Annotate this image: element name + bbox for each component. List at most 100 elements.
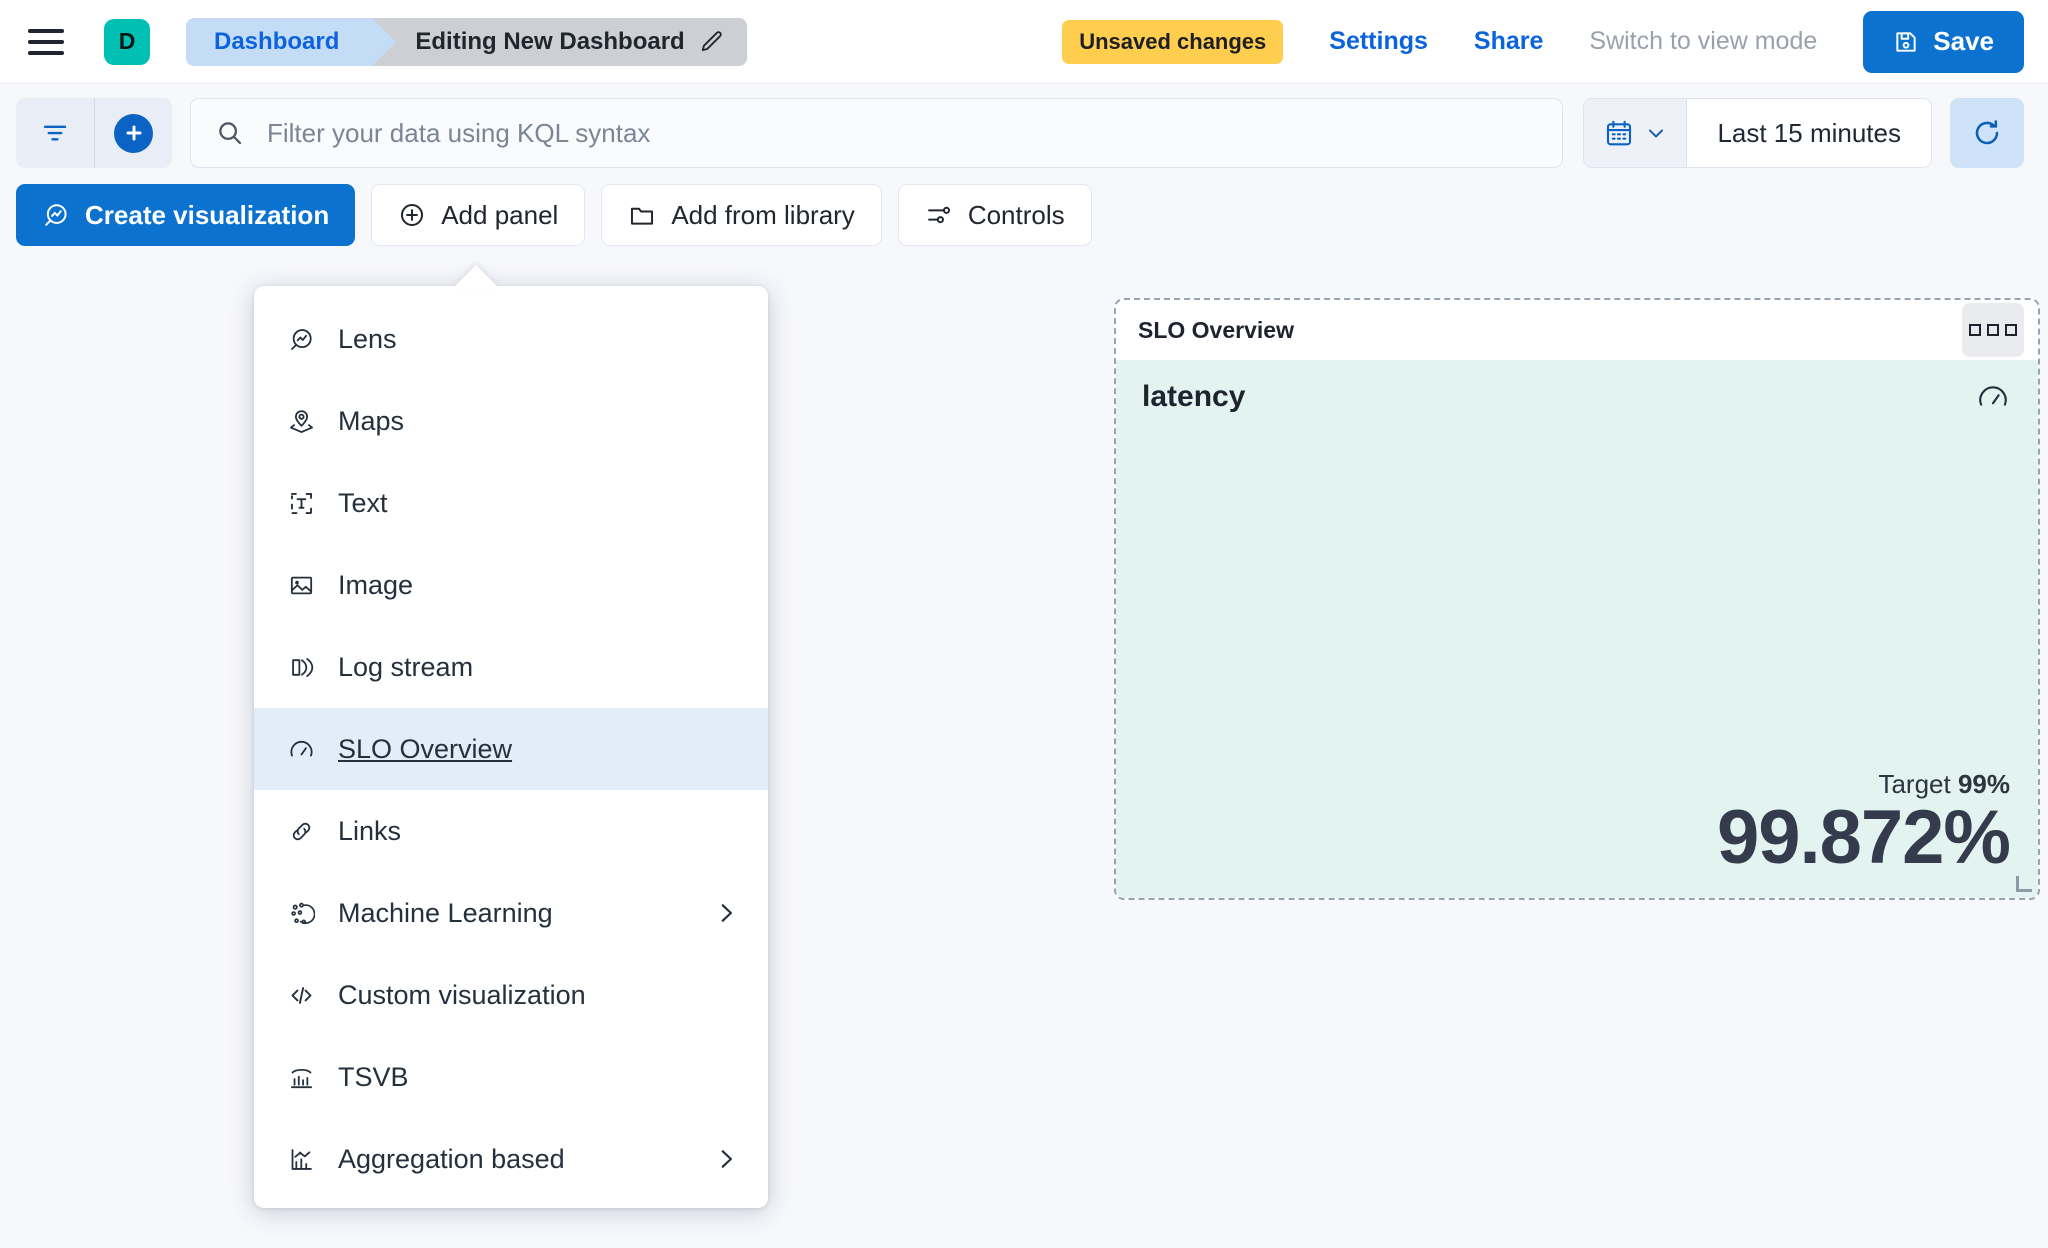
menu-square bbox=[2005, 324, 2017, 336]
menu-item-slo-overview[interactable]: SLO Overview bbox=[254, 708, 768, 790]
search-icon bbox=[215, 118, 245, 148]
calendar-icon bbox=[1604, 118, 1634, 148]
machine-learning-icon bbox=[286, 900, 316, 927]
slo-target: Target 99% bbox=[1142, 769, 2010, 800]
app-header: D Dashboard Editing New Dashboard Unsave… bbox=[0, 0, 2048, 84]
header-actions: Unsaved changes Settings Share Switch to… bbox=[1062, 10, 2024, 73]
filter-button-group bbox=[16, 98, 172, 168]
floppy-disk-icon bbox=[1893, 29, 1919, 55]
breadcrumb-item-dashboard[interactable]: Dashboard bbox=[186, 17, 397, 66]
share-link[interactable]: Share bbox=[1473, 27, 1544, 55]
menu-item-label: SLO Overview bbox=[338, 733, 513, 764]
lens-icon bbox=[286, 326, 316, 353]
hamburger-bar bbox=[28, 39, 64, 44]
breadcrumb-parent-label: Dashboard bbox=[214, 27, 340, 55]
chevron-down-icon bbox=[1644, 121, 1668, 145]
controls-button[interactable]: Controls bbox=[897, 184, 1092, 246]
slo-panel-top-row: latency bbox=[1142, 380, 2010, 419]
add-from-library-label: Add from library bbox=[671, 199, 855, 230]
date-quick-select-button[interactable] bbox=[1584, 99, 1688, 167]
panel-context-menu-icon[interactable] bbox=[1962, 303, 2024, 357]
hamburger-icon[interactable] bbox=[28, 20, 72, 64]
map-marker-icon bbox=[286, 408, 316, 435]
text-box-icon bbox=[286, 490, 316, 517]
lens-icon bbox=[42, 201, 70, 229]
menu-item-custom-visualization[interactable]: Custom visualization bbox=[254, 954, 768, 1036]
menu-item-label: Lens bbox=[338, 323, 397, 354]
breadcrumb: Dashboard Editing New Dashboard bbox=[186, 17, 747, 66]
space-avatar[interactable]: D bbox=[104, 18, 150, 65]
panel-header: SLO Overview bbox=[1116, 300, 2038, 360]
refresh-button[interactable] bbox=[1950, 98, 2024, 168]
menu-square bbox=[1987, 324, 1999, 336]
menu-item-machine-learning[interactable]: Machine Learning bbox=[254, 872, 768, 954]
search-input-wrapper[interactable] bbox=[190, 98, 1564, 168]
pencil-icon[interactable] bbox=[699, 29, 725, 55]
chevron-right-icon bbox=[712, 1145, 740, 1173]
search-input[interactable] bbox=[267, 117, 1539, 149]
menu-item-label: Custom visualization bbox=[338, 979, 586, 1010]
settings-link[interactable]: Settings bbox=[1329, 27, 1428, 55]
menu-item-image[interactable]: Image bbox=[254, 544, 768, 626]
gauge-icon bbox=[1976, 380, 2010, 419]
menu-item-label: Machine Learning bbox=[338, 897, 553, 928]
panel-resize-handle[interactable] bbox=[2016, 876, 2032, 892]
breadcrumb-item-current[interactable]: Editing New Dashboard bbox=[373, 17, 747, 66]
slo-target-label: Target bbox=[1878, 769, 1951, 799]
save-button-label: Save bbox=[1933, 26, 1994, 56]
menu-item-label: Links bbox=[338, 815, 402, 846]
menu-item-text[interactable]: Text bbox=[254, 462, 768, 544]
aggregation-icon bbox=[286, 1146, 316, 1173]
menu-item-label: Image bbox=[338, 569, 414, 600]
filter-icon[interactable] bbox=[16, 98, 94, 168]
menu-item-label: TSVB bbox=[338, 1061, 409, 1092]
menu-square bbox=[1969, 324, 1981, 336]
controls-icon bbox=[925, 201, 953, 229]
add-panel-button[interactable]: Add panel bbox=[371, 184, 586, 246]
dashboard-toolbar: Create visualization Add panel Add from … bbox=[0, 168, 2048, 264]
chevron-right-icon bbox=[712, 899, 740, 927]
slo-sli-value: 99.872% bbox=[1716, 795, 2011, 880]
time-range-value[interactable]: Last 15 minutes bbox=[1687, 99, 1931, 167]
panel-title: SLO Overview bbox=[1138, 316, 1294, 343]
add-from-library-button[interactable]: Add from library bbox=[601, 184, 882, 246]
gauge-icon bbox=[286, 736, 316, 763]
menu-arrow bbox=[454, 265, 498, 287]
date-picker: Last 15 minutes bbox=[1583, 98, 1932, 168]
controls-label: Controls bbox=[967, 199, 1065, 230]
plus-circle-icon bbox=[114, 113, 153, 153]
menu-item-label: Log stream bbox=[338, 651, 474, 682]
create-visualization-button[interactable]: Create visualization bbox=[16, 184, 356, 246]
create-visualization-label: Create visualization bbox=[85, 199, 330, 230]
menu-item-maps[interactable]: Maps bbox=[254, 380, 768, 462]
hamburger-bar bbox=[28, 50, 64, 55]
menu-item-links[interactable]: Links bbox=[254, 790, 768, 872]
save-button[interactable]: Save bbox=[1863, 10, 2024, 73]
menu-item-lens[interactable]: Lens bbox=[254, 298, 768, 380]
slo-panel-body: latency Target 99% 99.872% bbox=[1116, 360, 2038, 898]
menu-item-label: Text bbox=[338, 487, 388, 518]
add-filter-button[interactable] bbox=[94, 98, 172, 168]
menu-item-label: Aggregation based bbox=[338, 1143, 565, 1174]
dashboard-canvas: Lens Maps Text bbox=[0, 265, 2048, 1248]
log-stream-icon bbox=[286, 654, 316, 681]
slo-overview-panel[interactable]: SLO Overview latency Target bbox=[1114, 298, 2040, 900]
switch-to-view-mode-link[interactable]: Switch to view mode bbox=[1589, 27, 1818, 55]
query-bar: Last 15 minutes bbox=[0, 84, 2048, 168]
slo-name: latency bbox=[1142, 380, 1246, 413]
tsvb-icon bbox=[286, 1064, 316, 1091]
breadcrumb-current-label: Editing New Dashboard bbox=[415, 27, 685, 55]
slo-panel-metrics: Target 99% 99.872% bbox=[1142, 769, 2011, 880]
link-icon bbox=[286, 818, 316, 845]
hamburger-bar bbox=[28, 28, 64, 33]
menu-item-log-stream[interactable]: Log stream bbox=[254, 626, 768, 708]
refresh-icon bbox=[1971, 117, 2003, 149]
folder-icon bbox=[628, 201, 656, 229]
menu-item-label: Maps bbox=[338, 405, 405, 436]
menu-item-tsvb[interactable]: TSVB bbox=[254, 1036, 768, 1118]
plus-circle-outline-icon bbox=[398, 201, 426, 229]
menu-item-aggregation-based[interactable]: Aggregation based bbox=[254, 1118, 768, 1200]
add-panel-label: Add panel bbox=[441, 199, 559, 230]
add-panel-menu: Lens Maps Text bbox=[254, 265, 768, 1208]
code-icon bbox=[286, 982, 316, 1009]
